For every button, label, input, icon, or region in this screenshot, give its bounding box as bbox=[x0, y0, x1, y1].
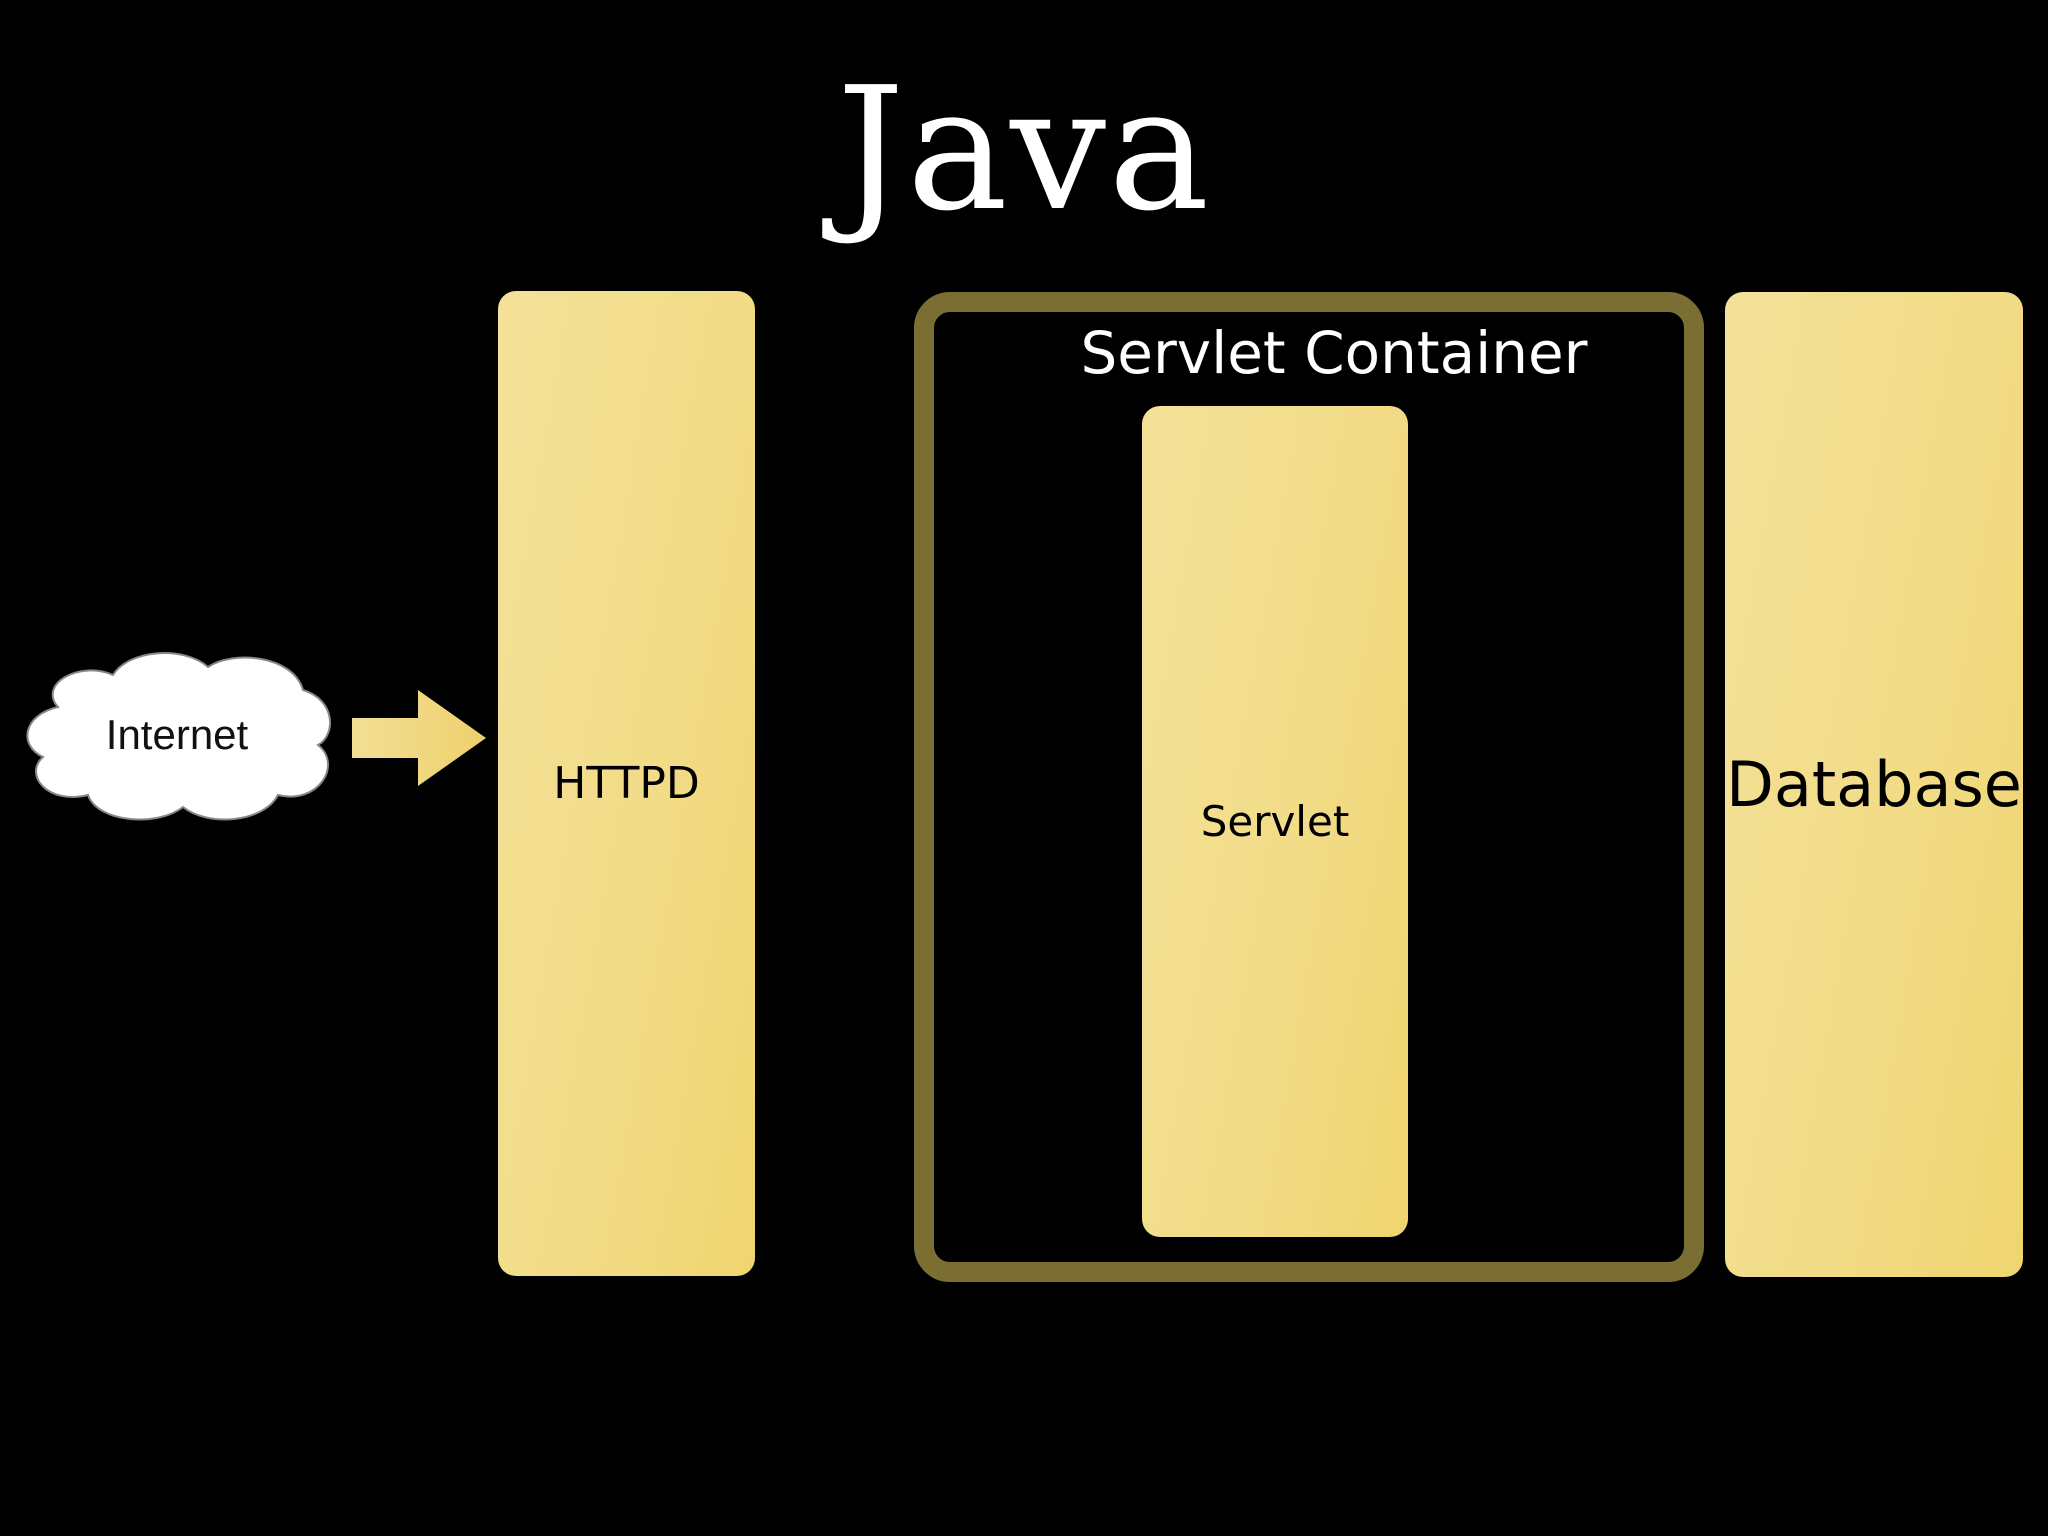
servlet-label: Servlet bbox=[1200, 797, 1350, 846]
arrow-right-icon bbox=[352, 690, 488, 786]
internet-label: Internet bbox=[105, 711, 249, 758]
httpd-label: HTTPD bbox=[553, 758, 700, 809]
database-block: Database bbox=[1725, 292, 2023, 1277]
servlet-block: Servlet bbox=[1142, 406, 1408, 1237]
database-label: Database bbox=[1726, 748, 2022, 821]
servlet-container-label: Servlet Container bbox=[1080, 319, 1588, 387]
cloud-icon bbox=[18, 645, 336, 825]
httpd-block: HTTPD bbox=[498, 291, 755, 1276]
slide-title: Java bbox=[836, 51, 1212, 249]
